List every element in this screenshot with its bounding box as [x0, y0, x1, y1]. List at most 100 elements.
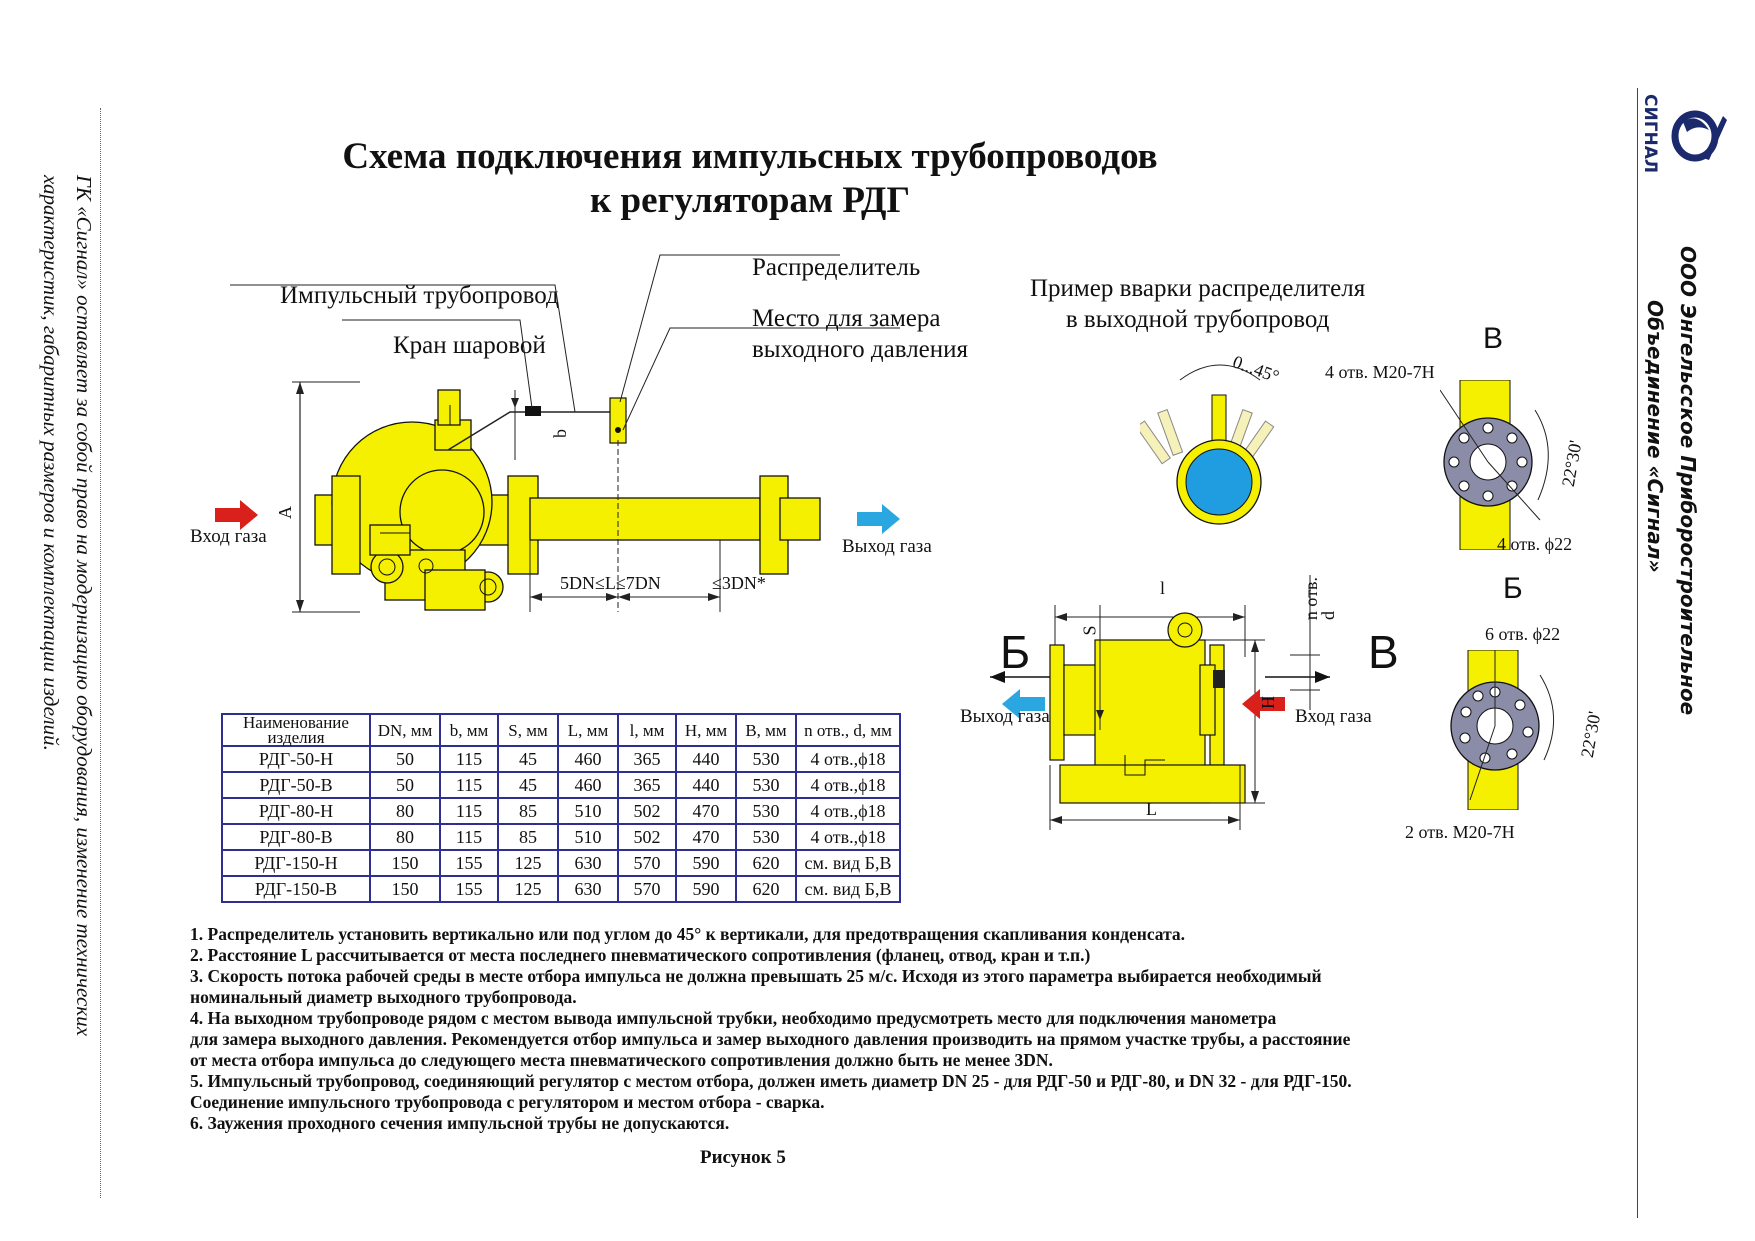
table-cell: 4 отв.,ϕ18 — [795, 797, 901, 825]
table-cell: см. вид Б,В — [795, 849, 901, 877]
page-title: Схема подключения импульсных трубопровод… — [342, 136, 1158, 221]
label-dim-d: d — [1318, 611, 1338, 620]
label-dim-l-small: l — [1160, 578, 1166, 598]
label-distributor: Распределитель — [752, 254, 921, 281]
label-dim-3dn: ≤3DN* — [712, 573, 766, 593]
table-cell: 125 — [497, 875, 559, 903]
table-header-cell: DN, мм — [369, 713, 441, 747]
label-view-b-arrow: Б — [1000, 626, 1031, 678]
label-dim-l-range: 5DN≤L≤7DN — [560, 573, 661, 593]
table-header-cell: B, мм — [735, 713, 797, 747]
note-line: 3. Скорость потока рабочей среды в месте… — [190, 966, 1322, 986]
table-cell: РДГ-50-Н — [221, 745, 371, 773]
table-cell: 470 — [675, 797, 737, 825]
table-cell: 85 — [497, 797, 559, 825]
table-cell: 115 — [439, 823, 499, 851]
table-cell: 150 — [369, 875, 441, 903]
table-header-row: Наименование изделия DN, мм b, мм S, мм … — [221, 713, 901, 747]
table-header-cell: S, мм — [497, 713, 559, 747]
table-cell: 590 — [675, 875, 737, 903]
table-cell: 530 — [735, 771, 797, 799]
table-cell: 440 — [675, 745, 737, 773]
table-cell: 620 — [735, 849, 797, 877]
table-cell: 630 — [557, 875, 619, 903]
table-cell: 630 — [557, 849, 619, 877]
logo-text: СИГНАЛ — [1640, 94, 1660, 174]
note-line: 6. Заужения проходного сечения импульсно… — [190, 1113, 730, 1133]
note-line: Соединение импульсного трубопровода с ре… — [190, 1092, 825, 1112]
table-header-cell: b, мм — [439, 713, 499, 747]
table-header-cell: L, мм — [557, 713, 619, 747]
table-cell: 155 — [439, 875, 499, 903]
note-line: 1. Распределитель установить вертикально… — [190, 924, 1186, 944]
label-view-v-arrow: В — [1368, 626, 1399, 678]
note-line: 2. Расстояние L рассчитывается от места … — [190, 945, 1091, 965]
note-line: от места отбора импульса до следующего м… — [190, 1050, 1053, 1070]
table-cell: 45 — [497, 745, 559, 773]
table-cell: 510 — [557, 823, 619, 851]
flange-view-b — [1450, 650, 1554, 810]
table-header-cell: n отв., d, мм — [795, 713, 901, 747]
note-line: 4. На выходном трубопроводе рядом с мест… — [190, 1008, 1277, 1028]
table-cell: 150 — [369, 849, 441, 877]
table-cell: РДГ-50-В — [221, 771, 371, 799]
table-cell: 510 — [557, 797, 619, 825]
table-cell: 440 — [675, 771, 737, 799]
label-view-v: В — [1483, 322, 1504, 355]
table-cell: 365 — [617, 745, 677, 773]
label-ball-valve: Кран шаровой — [393, 332, 546, 359]
table-cell: 80 — [369, 797, 441, 825]
label-measure-place: Место для замера выходного давления — [752, 305, 969, 363]
table-cell: РДГ-80-Н — [221, 797, 371, 825]
table-cell: 115 — [439, 797, 499, 825]
flange-view-v — [1440, 380, 1549, 550]
left-border-line — [100, 108, 101, 1198]
side-disclaimer: ГК «Сигнал» оставляет за собой право на … — [39, 175, 96, 1037]
table-header-cell: l, мм — [617, 713, 677, 747]
table-cell: 530 — [735, 745, 797, 773]
table-cell: 85 — [497, 823, 559, 851]
table-cell: 530 — [735, 797, 797, 825]
table-cell: 45 — [497, 771, 559, 799]
label-gas-out: Выход газа — [842, 536, 932, 557]
table-cell: 50 — [369, 771, 441, 799]
regulator-side-view — [990, 575, 1330, 830]
table-cell: 50 — [369, 745, 441, 773]
label-gas-in-side: Вход газа — [1295, 706, 1372, 727]
table-cell: 570 — [617, 849, 677, 877]
table-cell: 590 — [675, 849, 737, 877]
table-header-cell: H, мм — [675, 713, 737, 747]
label-impulse-pipe: Импульсный трубопровод — [280, 282, 559, 309]
label-dim-s: S — [1079, 625, 1100, 636]
label-holes-d22-6: 6 отв. ϕ22 — [1485, 624, 1561, 644]
table-cell: РДГ-150-В — [221, 875, 371, 903]
regulator-diagram — [215, 254, 900, 613]
label-gas-in: Вход газа — [190, 526, 267, 547]
notes: 1. Распределитель установить вертикально… — [190, 924, 1352, 1134]
note-line: номинальный диаметр выходного трубопрово… — [190, 987, 577, 1007]
weld-example-diagram — [1140, 364, 1275, 525]
label-gas-out-side: Выход газа — [960, 706, 1050, 727]
table-cell: 4 отв.,ϕ18 — [795, 823, 901, 851]
company-name: ООО Энгельсское Приборостроительное Объе… — [1643, 246, 1700, 716]
label-dim-l-big: L — [1146, 799, 1157, 819]
table-cell: 4 отв.,ϕ18 — [795, 771, 901, 799]
table-cell: 502 — [617, 823, 677, 851]
table-cell: 365 — [617, 771, 677, 799]
spec-table: Наименование изделия DN, мм b, мм S, мм … — [221, 713, 901, 903]
table-cell: 115 — [439, 771, 499, 799]
right-border-line — [1637, 88, 1638, 1218]
label-dim-h: H — [1258, 696, 1278, 709]
signal-logo — [1625, 88, 1735, 178]
label-dim-b: b — [550, 429, 570, 438]
table-cell: РДГ-80-В — [221, 823, 371, 851]
table-cell: см. вид Б,В — [795, 875, 901, 903]
table-cell: РДГ-150-Н — [221, 849, 371, 877]
table-cell: 502 — [617, 797, 677, 825]
table-cell: 470 — [675, 823, 737, 851]
